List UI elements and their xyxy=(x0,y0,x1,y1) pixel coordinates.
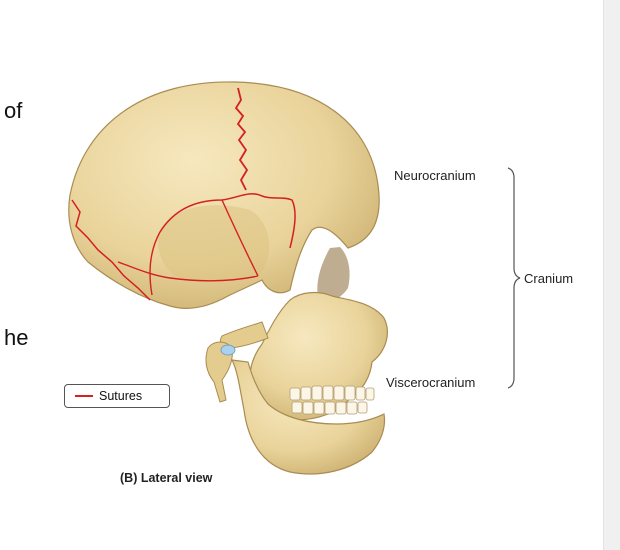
neurocranium-bracket xyxy=(507,167,521,279)
coronal-suture xyxy=(234,87,249,191)
teeth xyxy=(289,385,375,415)
viscerocranium-label: Viscerocranium xyxy=(386,375,476,390)
legend-label: Sutures xyxy=(99,389,143,403)
sutures-legend: Sutures xyxy=(64,384,170,408)
cropped-text-fragment-top: of xyxy=(4,98,23,123)
figure-caption: (B) Lateral view xyxy=(120,471,213,485)
squamous-suture xyxy=(159,193,296,249)
suture-line-swatch xyxy=(75,395,93,397)
scrollbar-gutter[interactable] xyxy=(603,0,620,550)
mandible-bone xyxy=(230,359,386,475)
neurocranium-bone xyxy=(68,81,380,309)
lambdoid-suture xyxy=(71,199,151,301)
cropped-text-fragment-middle: he xyxy=(4,325,29,350)
cranium-label: Cranium xyxy=(524,271,574,286)
viscerocranium-bone xyxy=(249,291,388,421)
viscerocranium-bracket xyxy=(507,277,521,389)
neurocranium-label: Neurocranium xyxy=(394,168,476,183)
